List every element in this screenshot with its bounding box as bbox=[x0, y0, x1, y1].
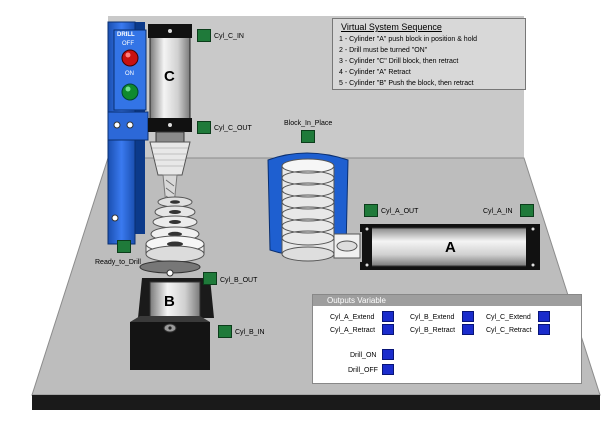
cylinder-a-body bbox=[367, 227, 529, 267]
outputs-panel: Outputs Variable bbox=[312, 294, 582, 384]
cyl-c-extend-output[interactable] bbox=[538, 311, 550, 322]
cyl-a-retract-label: Cyl_A_Retract bbox=[330, 327, 376, 334]
sequence-panel: Virtual System Sequence 1 - Cylinder "A"… bbox=[332, 18, 526, 90]
cyl-c-extend-label: Cyl_C_Extend bbox=[486, 314, 531, 321]
drill-on-label: ON bbox=[125, 71, 134, 77]
drill-off-light bbox=[121, 49, 139, 67]
sequence-step-4: 4 - Cylinder "A" Retract bbox=[339, 69, 411, 76]
cyl-c-in-indicator bbox=[197, 29, 211, 42]
cyl-b-retract-label: Cyl_B_Retract bbox=[410, 327, 456, 334]
hopper-blocks bbox=[281, 158, 335, 262]
drilled-block-pile bbox=[145, 196, 205, 263]
cyl-a-out-label: Cyl_A_OUT bbox=[381, 208, 419, 215]
cyl-a-retract-output[interactable] bbox=[382, 324, 394, 335]
cyl-b-extend-output[interactable] bbox=[462, 311, 474, 322]
drill-off-output-label: Drill_OFF bbox=[348, 367, 378, 374]
drill-off-output[interactable] bbox=[382, 364, 394, 375]
drill-on-output[interactable] bbox=[382, 349, 394, 360]
cyl-a-out-indicator bbox=[364, 204, 378, 217]
cyl-a-extend-output[interactable] bbox=[382, 311, 394, 322]
cyl-c-retract-label: Cyl_C_Retract bbox=[486, 327, 532, 334]
cyl-c-out-indicator bbox=[197, 121, 211, 134]
block-in-place-label: Block_In_Place bbox=[284, 120, 333, 127]
cyl-c-in-label: Cyl_C_IN bbox=[214, 33, 244, 40]
drill-on-light bbox=[121, 83, 139, 101]
sequence-step-1: 1 - Cylinder "A" push block in position … bbox=[339, 36, 478, 43]
cylinder-b-letter: B bbox=[164, 293, 175, 310]
ready-to-drill-indicator bbox=[117, 240, 131, 253]
cylinder-a-letter: A bbox=[445, 239, 456, 256]
cyl-b-in-indicator bbox=[218, 325, 232, 338]
cyl-b-extend-label: Cyl_B_Extend bbox=[410, 314, 455, 321]
sequence-step-2: 2 - Drill must be turned "ON" bbox=[339, 47, 428, 54]
cylinder-c-letter: C bbox=[164, 68, 175, 85]
sequence-step-5: 5 - Cylinder "B" Push the block, then re… bbox=[339, 80, 474, 87]
cyl-b-in-label: Cyl_B_IN bbox=[235, 329, 265, 336]
cyl-b-out-label: Cyl_B_OUT bbox=[220, 277, 258, 284]
block-in-place-indicator bbox=[301, 130, 315, 143]
cyl-a-in-indicator bbox=[520, 204, 534, 217]
cyl-c-retract-output[interactable] bbox=[538, 324, 550, 335]
drill-off-label: OFF bbox=[122, 41, 134, 47]
cyl-c-out-label: Cyl_C_OUT bbox=[214, 125, 252, 132]
drill-on-output-label: Drill_ON bbox=[350, 352, 377, 359]
drill-label: DRILL bbox=[117, 32, 135, 38]
sequence-step-3: 3 - Cylinder "C" Drill block, then retra… bbox=[339, 58, 459, 65]
outputs-panel-header: Outputs Variable bbox=[313, 295, 581, 306]
cyl-a-extend-label: Cyl_A_Extend bbox=[330, 314, 375, 321]
cylinder-b-body bbox=[149, 281, 201, 319]
cylinder-c-body bbox=[149, 27, 191, 127]
cyl-a-in-label: Cyl_A_IN bbox=[483, 208, 513, 215]
cyl-b-out-indicator bbox=[203, 272, 217, 285]
table-front-edge bbox=[32, 395, 600, 410]
outputs-panel-title: Outputs Variable bbox=[327, 296, 386, 305]
sequence-title: Virtual System Sequence bbox=[341, 22, 442, 32]
ready-to-drill-label: Ready_to_Drill bbox=[95, 259, 141, 266]
cyl-b-retract-output[interactable] bbox=[462, 324, 474, 335]
